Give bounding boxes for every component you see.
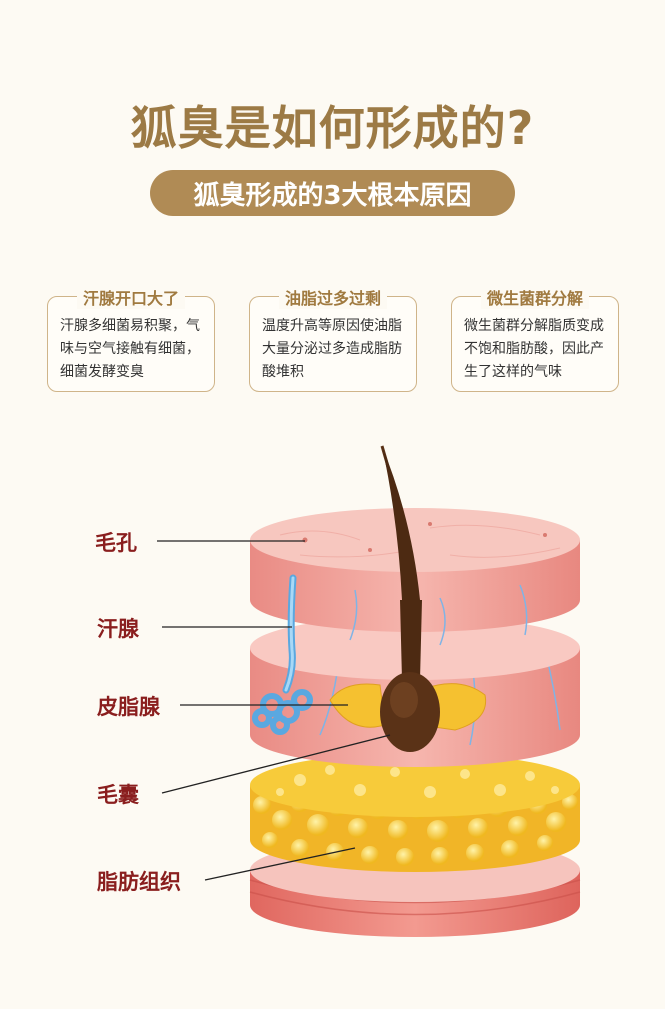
cause-card-3-text: 微生菌群分解脂质变成不饱和脂肪酸，因此产生了这样的气味 (464, 318, 604, 380)
label-hair-follicle: 毛囊 (97, 783, 139, 807)
label-sebaceous-gland: 皮脂腺 (97, 695, 160, 719)
pore (302, 537, 308, 543)
leader-hair-follicle (161, 734, 391, 794)
hair-follicle (380, 445, 440, 752)
cause-card-1: 汗腺开口大了 汗腺多细菌易积聚，气味与空气接触有细菌，细菌发酵变臭 (47, 285, 215, 392)
cause-card-2-title: 油脂过多过剩 (278, 285, 388, 309)
leader-fat-tissue (204, 847, 356, 881)
cause-card-1-text: 汗腺多细菌易积聚，气味与空气接触有细菌，细菌发酵变臭 (60, 318, 200, 380)
label-pore: 毛孔 (95, 531, 137, 555)
sweat-gland (252, 574, 313, 735)
cause-card-2: 油脂过多过剩 温度升高等原因使油脂大量分泌过多造成脂肪酸堆积 (249, 285, 417, 392)
label-sweat-gland: 汗腺 (97, 617, 139, 641)
label-fat-tissue: 脂肪组织 (97, 870, 181, 894)
cause-card-1-title: 汗腺开口大了 (76, 285, 186, 309)
leader-lines (157, 540, 391, 881)
skin-layer-diagram (157, 445, 581, 937)
subtitle-pill: 狐臭形成的3大根本原因 (150, 170, 515, 216)
cause-card-3-title: 微生菌群分解 (480, 285, 590, 309)
cause-card-2-text: 温度升高等原因使油脂大量分泌过多造成脂肪酸堆积 (262, 318, 402, 380)
cause-card-3: 微生菌群分解 微生菌群分解脂质变成不饱和脂肪酸，因此产生了这样的气味 (451, 285, 619, 392)
page-title: 狐臭是如何形成的? (130, 101, 535, 155)
fat-layer (250, 753, 580, 872)
